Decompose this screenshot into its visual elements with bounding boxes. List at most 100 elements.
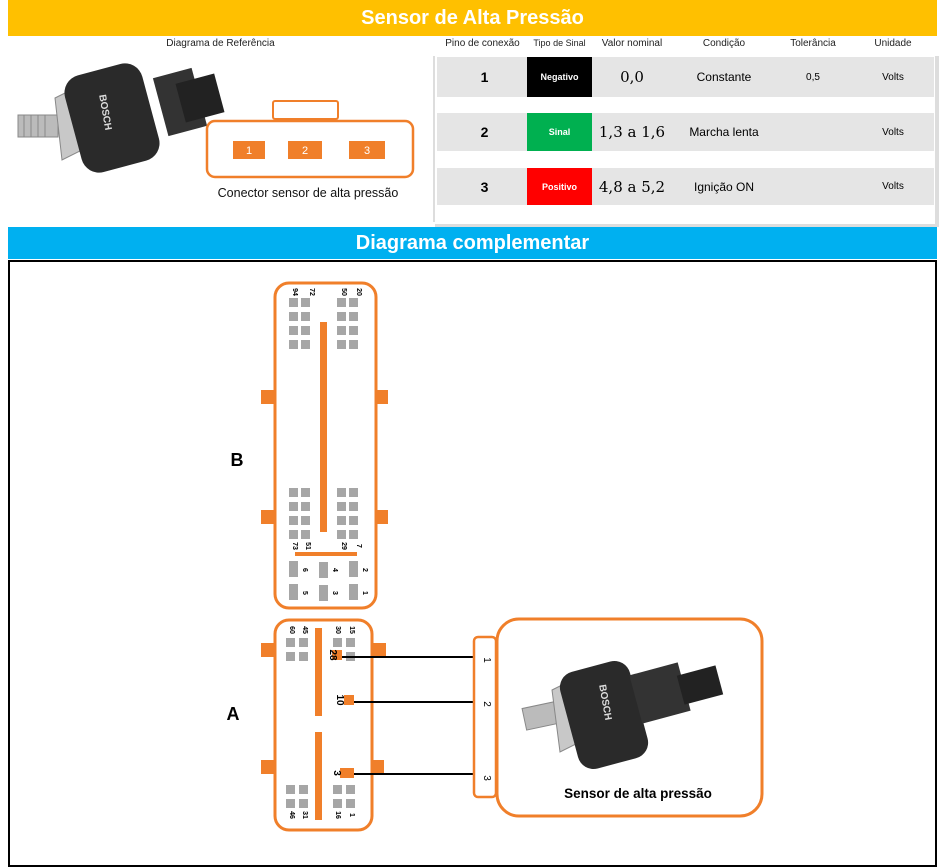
sensor-box: BOSCH Sensor de alta pressão <box>495 617 764 818</box>
unit-cell: Volts <box>882 71 904 83</box>
header-unit: Unidade <box>874 38 912 49</box>
pin-cell: 2 <box>480 124 489 140</box>
header-condition: Condição <box>702 38 746 49</box>
sensor-connector: 1 2 3 <box>472 635 498 799</box>
pin-cavity <box>301 312 310 321</box>
unit-cell: Volts <box>882 126 904 138</box>
pin-cavity <box>346 785 355 794</box>
page-title: Sensor de Alta Pressão <box>8 0 937 36</box>
pin-number-label: 3 <box>331 591 338 595</box>
pin-cavity <box>289 502 298 511</box>
pin-cavity <box>301 516 310 525</box>
complementary-title: Diagrama complementar <box>8 227 937 259</box>
header-pin: Pino de conexão <box>445 38 520 49</box>
pin-cavity <box>286 652 295 661</box>
pin-number-label: 29 <box>340 542 347 550</box>
ecu-connector-a: 28 10 3 <box>261 618 386 832</box>
pin-number-label: 6 <box>301 568 308 572</box>
sensor-pin-2: 2 <box>481 701 492 707</box>
pin-number-label: 16 <box>334 811 341 819</box>
signal-badge: Negativo <box>527 57 592 97</box>
pin-cavity <box>301 326 310 335</box>
pin-cavity <box>333 785 342 794</box>
pin-number-label: 20 <box>355 288 362 296</box>
pin-cavity <box>349 561 358 577</box>
pin-cavity <box>286 785 295 794</box>
pin-cavity <box>319 585 328 601</box>
pin-label-10: 10 <box>334 694 345 706</box>
pin-cavity <box>301 530 310 539</box>
condition-cell: Marcha lenta <box>689 125 759 139</box>
pin-number-label: 51 <box>304 542 311 550</box>
label-connector-b: B <box>231 450 244 470</box>
pin-cavity <box>319 562 328 578</box>
pin-cavity <box>289 530 298 539</box>
pin-cavity <box>349 340 358 349</box>
connector-pin-1: 1 <box>246 145 252 157</box>
header-tolerance: Tolerância <box>790 38 836 49</box>
pin-cavity <box>337 340 346 349</box>
sensor-pin-3: 3 <box>481 775 492 781</box>
header-diagram: Diagrama de Referência <box>166 38 275 49</box>
pin-number-label: 5 <box>301 591 308 595</box>
sensor-image: BOSCH <box>521 660 724 770</box>
pin-cavity <box>349 530 358 539</box>
pin-number-label: 7 <box>355 544 362 548</box>
pin-cavity <box>337 516 346 525</box>
ecu-connector-b <box>261 281 388 610</box>
pin-label-3: 3 <box>331 770 342 776</box>
pin-number-label: 50 <box>340 288 347 296</box>
pin-cavity <box>286 638 295 647</box>
sensor-image: BOSCH <box>17 63 225 173</box>
value-cell: 4,8 a 5,2 <box>598 177 666 196</box>
pin-cavity <box>299 785 308 794</box>
pin-cell: 3 <box>480 178 489 195</box>
pin-10-marker <box>344 695 354 705</box>
pin-cavity <box>337 312 346 321</box>
reference-diagram: BOSCH 1 2 3 Conector sensor de alta pres… <box>8 56 435 222</box>
pin-cavity <box>333 638 342 647</box>
pin-cavity <box>299 799 308 808</box>
pin-cavity <box>349 584 358 600</box>
pin-cavity <box>299 638 308 647</box>
pin-cavity <box>289 312 298 321</box>
value-cell: 0,0 <box>620 68 644 86</box>
header-signal: Tipo de Sinal <box>533 38 586 48</box>
pin-number-label: 30 <box>334 626 341 634</box>
pin-cavity <box>337 326 346 335</box>
pin-number-label: 72 <box>308 288 315 296</box>
pin-number-label: 73 <box>291 542 298 550</box>
value-cell: 1,3 a 1,6 <box>598 123 666 141</box>
unit-cell: Volts <box>882 181 904 192</box>
pin-cavity <box>289 326 298 335</box>
condition-cell: Constante <box>696 70 752 84</box>
pin-cavity <box>349 516 358 525</box>
pin-number-label: 46 <box>288 811 295 819</box>
pin-cavity <box>289 516 298 525</box>
pin-cavity <box>346 638 355 647</box>
sensor-caption: Sensor de alta pressão <box>564 786 712 801</box>
pin-number-label: 60 <box>288 626 295 634</box>
complementary-diagram <box>8 260 937 867</box>
signal-badge: Sinal <box>527 113 592 151</box>
pin-cavity <box>349 502 358 511</box>
pin-cavity <box>301 340 310 349</box>
pin-cavity <box>349 298 358 307</box>
pin-cavity <box>337 488 346 497</box>
pin-cavity <box>289 488 298 497</box>
pin-number-label: 4 <box>331 568 338 572</box>
pin-cavity <box>301 298 310 307</box>
reference-svg: BOSCH 1 2 3 Conector sensor de alta pres… <box>17 63 415 200</box>
pin-cavity <box>337 502 346 511</box>
header-value: Valor nominal <box>601 38 663 49</box>
pin-cavity <box>349 326 358 335</box>
pin-cavity <box>349 312 358 321</box>
pin-number-label: 1 <box>361 591 368 595</box>
pin-number-label: 31 <box>301 811 308 819</box>
pin-cavity <box>289 561 298 577</box>
pin-cavity <box>349 488 358 497</box>
connector-pin-2: 2 <box>302 145 308 157</box>
pin-cell: 1 <box>480 69 489 85</box>
